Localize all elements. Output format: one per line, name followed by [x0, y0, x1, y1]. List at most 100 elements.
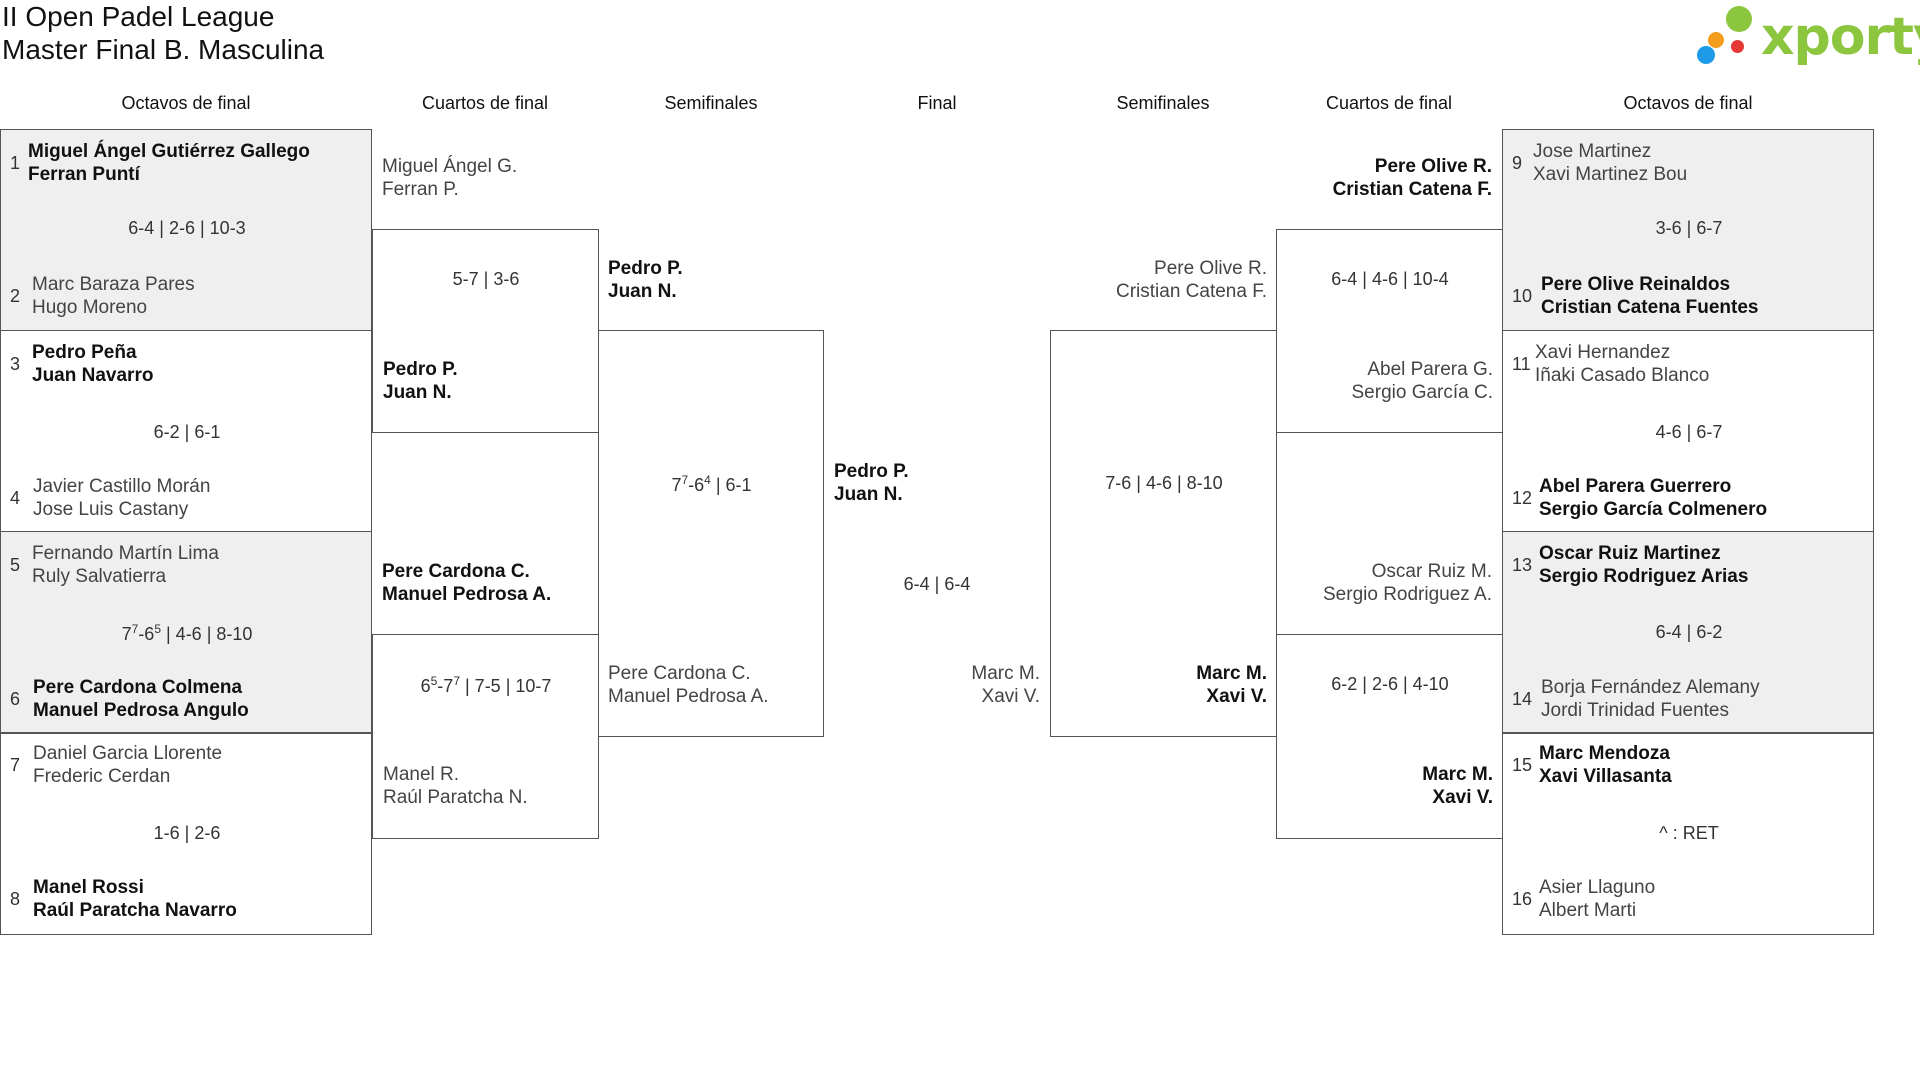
- finalist-player: Marc M.: [971, 663, 1040, 684]
- final-score: 6-4 | 6-4: [903, 574, 971, 594]
- match-right-r16-4: 15 Marc Mendoza Xavi Villasanta ^ : RET …: [1502, 733, 1874, 935]
- match-right-qf-1: 6-4 | 4-6 | 10-4 Abel Parera G. Sergio G…: [1276, 229, 1503, 433]
- xporty-logo: xporty: [1694, 2, 1920, 72]
- header-left-qf: Cuartos de final: [421, 93, 549, 113]
- team-player: Jose Martinez: [1533, 141, 1652, 162]
- team-player: Xavi V.: [1432, 787, 1493, 808]
- seed: 7: [10, 755, 21, 775]
- header-right-qf: Cuartos de final: [1325, 93, 1453, 113]
- team-player: Asier Llaguno: [1539, 877, 1656, 898]
- match-score: 5-7 | 3-6: [452, 269, 520, 289]
- match-left-r16-2: 3 Pedro Peña Juan Navarro 6-2 | 6-1 4 Ja…: [0, 330, 372, 532]
- team-player: Marc M.: [1196, 663, 1267, 684]
- match-left-r16-3: 5 Fernando Martín Lima Ruly Salvatierra …: [0, 531, 372, 733]
- team-player: Manuel Pedrosa Angulo: [33, 700, 249, 721]
- header-left-r16: Octavos de final: [121, 93, 251, 113]
- team-player: Oscar Ruiz M.: [1371, 561, 1492, 582]
- logo-text: xporty: [1761, 7, 1920, 67]
- match-left-r16-1: 1 Miguel Ángel Gutiérrez Gallego Ferran …: [0, 129, 372, 331]
- seed: 9: [1512, 153, 1523, 173]
- team-player: Hugo Moreno: [32, 297, 148, 318]
- team-player: Pere Cardona C.: [608, 663, 751, 684]
- team-player: Oscar Ruiz Martinez: [1539, 543, 1721, 564]
- header-right-sf: Semifinales: [1116, 93, 1210, 113]
- match-score: 6-2 | 2-6 | 4-10: [1331, 674, 1449, 694]
- header-final: Final: [917, 93, 957, 113]
- team-player: Pedro P.: [608, 258, 683, 279]
- team-player: Sergio García Colmenero: [1539, 499, 1768, 520]
- seed: 5: [10, 555, 21, 575]
- team-player: Ferran Puntí: [28, 164, 140, 185]
- team-player: Abel Parera Guerrero: [1539, 476, 1732, 497]
- finalist-player: Juan N.: [834, 484, 903, 505]
- team-player: Xavi Martinez Bou: [1533, 164, 1688, 185]
- seed: 12: [1512, 488, 1533, 508]
- team-player: Manel R.: [383, 764, 460, 785]
- seed: 6: [10, 689, 21, 709]
- match-score: 6-4 | 2-6 | 10-3: [128, 218, 246, 238]
- team-player: Ruly Salvatierra: [32, 566, 167, 587]
- seed: 4: [10, 488, 21, 508]
- match-left-sf: 77-64 | 6-1 Pere Cardona C. Manuel Pedro…: [598, 330, 824, 737]
- team-player: Juan N.: [383, 382, 452, 403]
- finalist-player: Xavi V.: [981, 686, 1040, 707]
- team-player: Juan N.: [608, 281, 677, 302]
- team-player: Albert Marti: [1539, 900, 1637, 921]
- seed: 16: [1512, 889, 1533, 909]
- seed: 10: [1512, 286, 1533, 306]
- logo-dot-red: [1731, 40, 1744, 53]
- logo-dot-green: [1726, 6, 1752, 32]
- team-player: Cristian Catena F.: [1332, 179, 1492, 200]
- team-player: Raúl Paratcha N.: [383, 787, 528, 808]
- match-left-qf-2: 65-77 | 7-5 | 10-7 Manel R. Raúl Paratch…: [372, 634, 599, 839]
- team-player: Miguel Ángel Gutiérrez Gallego: [28, 141, 310, 162]
- match-score: 7-6 | 4-6 | 8-10: [1105, 473, 1223, 493]
- team-player: Sergio Rodriguez A.: [1323, 584, 1492, 605]
- header-left-sf: Semifinales: [664, 93, 758, 113]
- match-score: 6-2 | 6-1: [153, 422, 221, 442]
- team-player: Daniel Garcia Llorente: [33, 743, 223, 764]
- team-player: Abel Parera G.: [1367, 359, 1493, 380]
- team-player: Xavi Villasanta: [1539, 766, 1672, 787]
- header-right-r16: Octavos de final: [1623, 93, 1753, 113]
- team-player: Juan Navarro: [32, 365, 154, 386]
- seed: 13: [1512, 555, 1533, 575]
- seed: 8: [10, 889, 21, 909]
- team-player: Cristian Catena F.: [1115, 281, 1267, 302]
- team-player: Xavi V.: [1206, 686, 1267, 707]
- team-player: Manuel Pedrosa A.: [382, 584, 552, 605]
- team-player: Cristian Catena Fuentes: [1541, 297, 1759, 318]
- match-left-r16-4: 7 Daniel Garcia Llorente Frederic Cerdan…: [0, 733, 372, 935]
- team-player: Borja Fernández Alemany: [1541, 677, 1760, 698]
- match-right-qf-2: 6-2 | 2-6 | 4-10 Marc M. Xavi V.: [1276, 634, 1503, 839]
- match-score: 3-6 | 6-7: [1655, 218, 1723, 238]
- match-score: ^ : RET: [1659, 823, 1719, 843]
- match-score: 65-77 | 7-5 | 10-7: [420, 674, 552, 696]
- seed: 15: [1512, 755, 1533, 775]
- team-player: Miguel Ángel G.: [382, 156, 518, 177]
- page-title: II Open Padel League Master Final B. Mas…: [2, 0, 324, 66]
- team-player: Raúl Paratcha Navarro: [33, 900, 237, 921]
- team-player: Marc Mendoza: [1539, 743, 1670, 764]
- team-player: Pere Cardona C.: [382, 561, 530, 582]
- team-player: Marc M.: [1422, 764, 1493, 785]
- match-right-r16-1: 9 Jose Martinez Xavi Martinez Bou 3-6 | …: [1502, 129, 1874, 331]
- match-right-r16-3: 13 Oscar Ruiz Martinez Sergio Rodriguez …: [1502, 531, 1874, 733]
- team-player: Sergio García C.: [1351, 382, 1494, 403]
- team-player: Pere Olive Reinaldos: [1541, 274, 1731, 295]
- team-player: Frederic Cerdan: [33, 766, 171, 787]
- team-player: Marc Baraza Pares: [32, 274, 195, 295]
- logo-dot-orange: [1708, 32, 1724, 48]
- seed: 14: [1512, 689, 1533, 709]
- team-player: Pere Cardona Colmena: [33, 677, 243, 698]
- team-player: Manel Rossi: [33, 877, 144, 898]
- logo-dot-blue: [1697, 46, 1715, 64]
- seed: 1: [10, 153, 21, 173]
- title-line-2: Master Final B. Masculina: [2, 34, 325, 65]
- team-player: Xavi Hernandez: [1535, 342, 1671, 363]
- match-score: 6-4 | 6-2: [1655, 622, 1723, 642]
- title-line-1: II Open Padel League: [2, 1, 275, 32]
- team-player: Iñaki Casado Blanco: [1535, 365, 1710, 386]
- match-score: 1-6 | 2-6: [153, 823, 221, 843]
- team-player: Sergio Rodriguez Arias: [1539, 566, 1749, 587]
